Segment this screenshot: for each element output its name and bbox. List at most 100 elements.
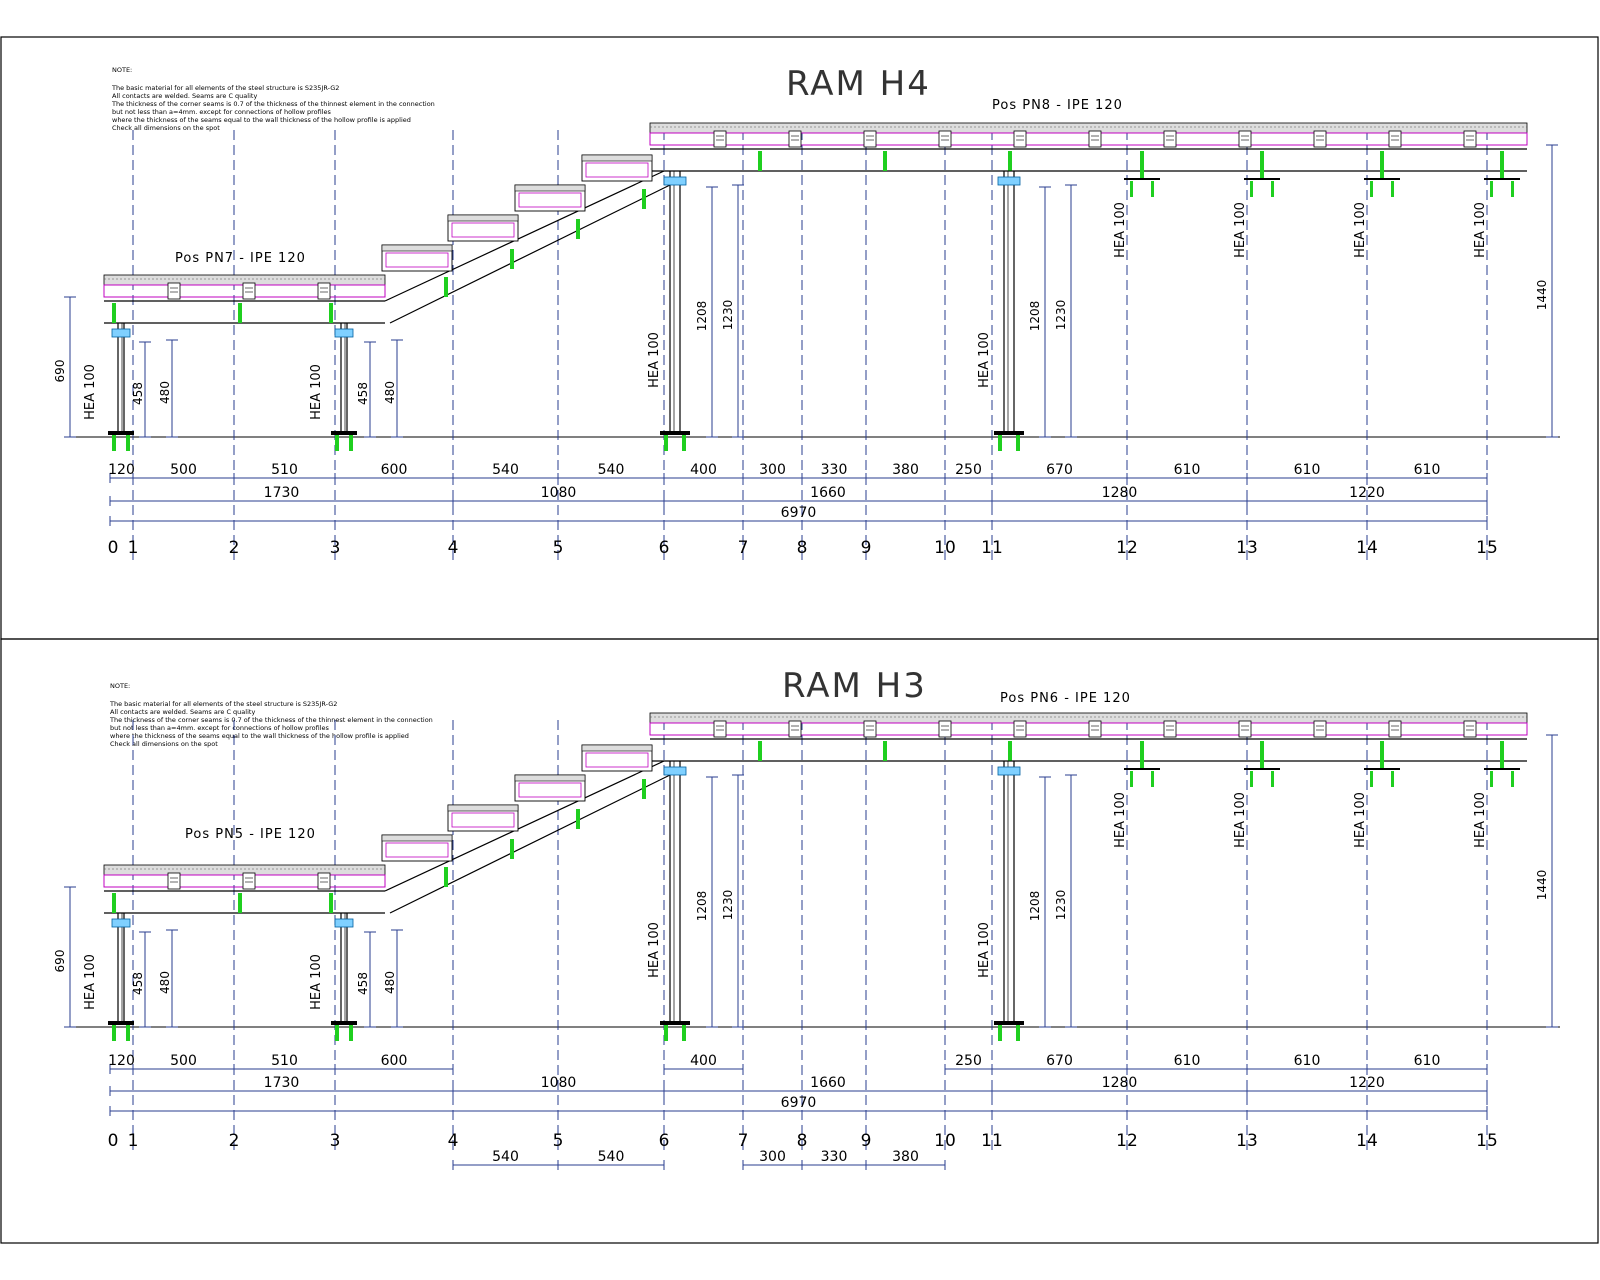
clip-bracket <box>1088 130 1102 148</box>
dim-row2-text: 1730 <box>264 485 300 501</box>
clip-bracket <box>713 720 727 738</box>
dim-row2-text: 1220 <box>1349 485 1385 501</box>
tread-grating <box>581 154 653 162</box>
anchor-bolt <box>335 1025 339 1041</box>
dim-high-inner-text: 1208 <box>695 301 709 332</box>
anchor-bolt <box>664 435 668 451</box>
axis-number: 12 <box>1116 1131 1138 1151</box>
anchor-bolt <box>1271 181 1274 197</box>
connector-stub <box>576 809 580 829</box>
dim-row1c-text: 610 <box>1174 1053 1201 1069</box>
tread-grating <box>381 834 453 842</box>
stringer-bottom <box>389 774 671 914</box>
column-label: HEA 100 <box>309 364 324 420</box>
note-line: where the thickness of the seams equal t… <box>112 116 411 124</box>
axis-number: 15 <box>1476 538 1498 558</box>
connector-stub <box>1008 151 1012 171</box>
dim-row1-text: 300 <box>759 462 786 478</box>
connector-stub <box>238 893 242 913</box>
axis-number: 15 <box>1476 1131 1498 1151</box>
dim-row1c-text: 610 <box>1414 1053 1441 1069</box>
dim-total-text: 6970 <box>781 1095 817 1111</box>
hanger-stub <box>1500 151 1504 179</box>
dim-row1a-text: 500 <box>170 1053 197 1069</box>
tread-frame <box>518 782 582 798</box>
base-plate <box>994 431 1024 435</box>
axis-number: 3 <box>330 1131 341 1151</box>
connector-stub <box>112 303 116 323</box>
dim-high-inner-text: 1208 <box>695 891 709 922</box>
clip-bracket <box>1388 720 1402 738</box>
hanger-stub <box>1500 741 1504 769</box>
anchor-bolt <box>349 435 353 451</box>
beam-label-low: Pos PN7 - IPE 120 <box>175 251 306 266</box>
dim-row2-text: 1220 <box>1349 1075 1385 1091</box>
clip-bracket <box>242 872 256 890</box>
dim-row1b-text: 400 <box>690 1053 717 1069</box>
note-line: NOTE: <box>112 66 132 74</box>
clip-bracket <box>1388 130 1402 148</box>
beam-label-low: Pos PN5 - IPE 120 <box>185 827 316 842</box>
dim-row1-text: 330 <box>821 462 848 478</box>
anchor-bolt <box>349 1025 353 1041</box>
clip-bracket <box>1313 720 1327 738</box>
tread-frame <box>451 812 515 828</box>
anchor-bolt <box>1391 771 1394 787</box>
connector-stub <box>444 277 448 297</box>
dim-low-outer-text: 480 <box>383 971 397 994</box>
stringer-top <box>384 760 665 892</box>
note-line: The thickness of the corner seams is 0.7… <box>109 716 433 724</box>
dim-low-inner-text: 458 <box>131 382 145 405</box>
dim-below-a-text: 540 <box>598 1149 625 1165</box>
anchor-bolt <box>126 1025 130 1041</box>
note-line: The basic material for all elements of t… <box>109 700 337 708</box>
connector-stub <box>758 741 762 761</box>
dim-row1-text: 120 <box>108 462 135 478</box>
bolt-connection <box>334 328 354 338</box>
connector-stub <box>329 303 333 323</box>
anchor-bolt <box>1151 771 1154 787</box>
clip-bracket <box>1163 720 1177 738</box>
anchor-bolt <box>335 435 339 451</box>
note-line: Check all dimensions on the spot <box>110 740 218 748</box>
column-label: HEA 100 <box>1353 792 1368 848</box>
axis-number: 4 <box>448 1131 459 1151</box>
sheet-h3: RAM H3 Pos PN6 - IPE 120 Pos PN5 - IPE 1… <box>109 666 1130 842</box>
clip-bracket <box>1463 130 1477 148</box>
connector-stub <box>642 779 646 799</box>
anchor-bolt <box>1511 181 1514 197</box>
anchor-bolt <box>998 435 1002 451</box>
dim-row1-text: 380 <box>892 462 919 478</box>
clip-bracket <box>713 130 727 148</box>
sheet-h4: RAM H4 Pos PN8 - IPE 120 Pos PN7 - IPE 1… <box>111 64 1122 266</box>
dim-row1-text: 670 <box>1046 462 1073 478</box>
dim-below-a-text: 540 <box>492 1149 519 1165</box>
column-label: HEA 100 <box>647 922 662 978</box>
dim-low-outer-text: 480 <box>158 971 172 994</box>
dim-row2-text: 1080 <box>541 1075 577 1091</box>
dim-row1-text: 540 <box>598 462 625 478</box>
axis-number: 2 <box>229 1131 240 1151</box>
clip-bracket <box>863 720 877 738</box>
hanger-stub <box>1140 741 1144 769</box>
anchor-bolt <box>682 435 686 451</box>
sheet-title: RAM H4 <box>786 64 931 104</box>
anchor-bolt <box>682 1025 686 1041</box>
connector-stub <box>329 893 333 913</box>
anchor-bolt <box>1016 1025 1020 1041</box>
axis-number: 10 <box>934 538 956 558</box>
hanger-stub <box>1380 741 1384 769</box>
axis-number: 9 <box>861 1131 872 1151</box>
clip-bracket <box>938 130 952 148</box>
axis-number: 6 <box>659 538 670 558</box>
clip-bracket <box>242 282 256 300</box>
axis-number: 13 <box>1236 538 1258 558</box>
axis-number: 11 <box>981 538 1003 558</box>
clip-bracket <box>1463 720 1477 738</box>
hanger-stub <box>1380 151 1384 179</box>
dim-low-inner-text: 458 <box>131 972 145 995</box>
column-label: HEA 100 <box>1353 202 1368 258</box>
